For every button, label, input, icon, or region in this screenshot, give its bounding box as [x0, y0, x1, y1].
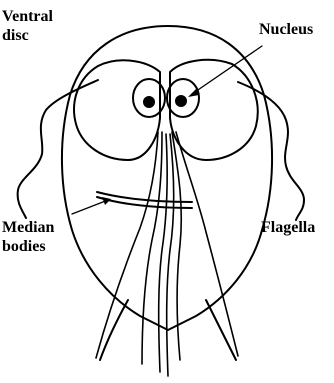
pointer-nucleus-head [188, 88, 199, 97]
label-median-bodies-line1: Median [2, 218, 54, 237]
label-ventral-disc-line1: Ventral [2, 7, 53, 26]
label-ventral-disc-line2: disc [2, 26, 53, 45]
nucleus-left-dot [143, 96, 155, 108]
axonemes [96, 132, 238, 376]
label-median-bodies: Median bodies [2, 218, 54, 256]
ventral-disc-right-lobe [170, 60, 258, 160]
ventral-disc-left-lobe [74, 60, 160, 160]
label-nucleus: Nucleus [259, 20, 313, 39]
label-median-bodies-line2: bodies [2, 237, 54, 256]
pointer-median [72, 200, 108, 214]
flagellum-left [18, 80, 98, 218]
label-flagella: Flagella [261, 218, 315, 237]
label-ventral-disc: Ventral disc [2, 7, 53, 45]
nucleus-right-dot [175, 95, 187, 107]
